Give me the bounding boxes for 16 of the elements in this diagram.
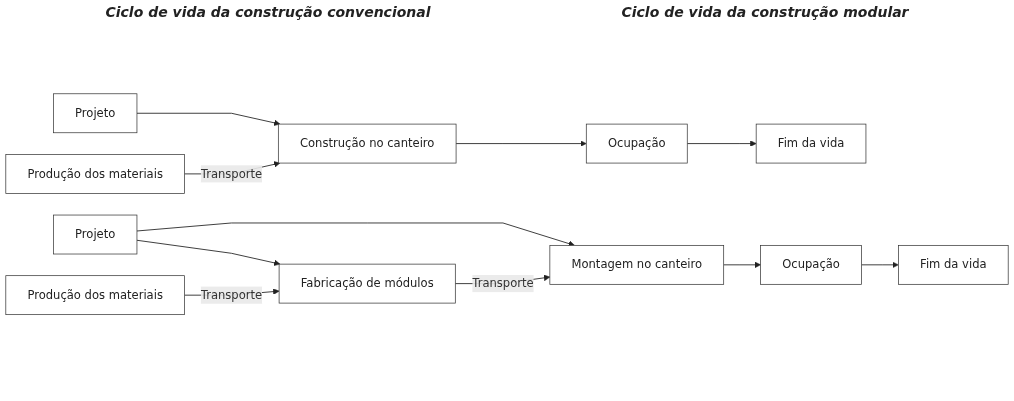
node-box: Ocupação: [760, 244, 862, 285]
edge-label: Transporte: [472, 276, 534, 290]
node-box: Ocupação: [585, 123, 688, 164]
node-box: Montagem no canteiro: [549, 244, 725, 285]
node-box: Produção dos materiais: [5, 153, 185, 194]
edge-label: Transporte: [200, 166, 263, 181]
node-box: Construção no canteiro: [277, 123, 457, 164]
section-heading: Ciclo de vida da construção convencional: [105, 4, 431, 20]
node-box: Projeto: [53, 93, 138, 133]
node-box: Fim da vida: [755, 123, 867, 164]
node-box: Fim da vida: [898, 244, 1009, 285]
edge-label: Transporte: [200, 287, 263, 302]
node-box: Projeto: [53, 214, 138, 255]
section-heading: Ciclo de vida da construção modular: [621, 4, 909, 20]
node-box: Fabricação de módulos: [278, 263, 456, 304]
node-box: Produção dos materiais: [5, 275, 185, 315]
